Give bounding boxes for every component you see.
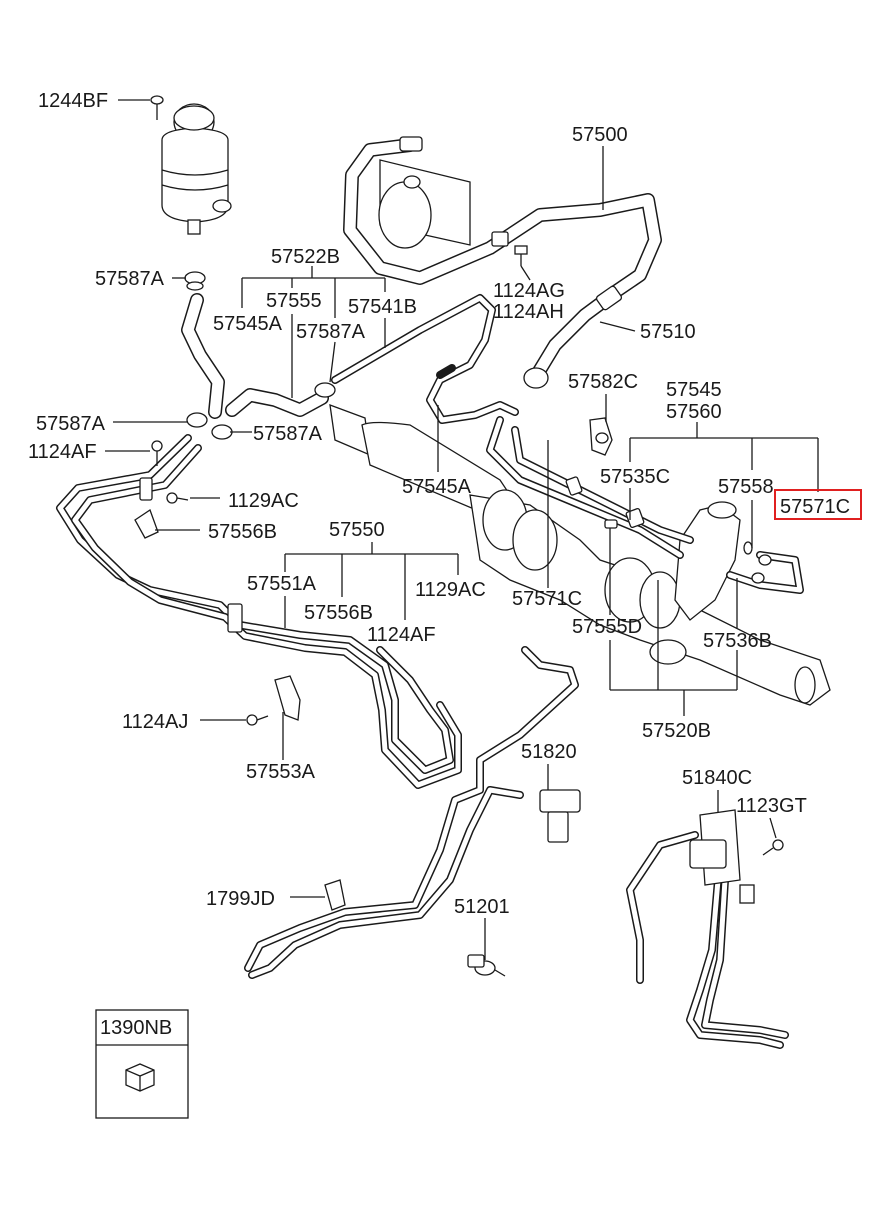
label-57556B-mid[interactable]: 57556B (304, 602, 373, 624)
label-1799JD[interactable]: 1799JD (206, 888, 275, 910)
lines-57555-57536 (486, 416, 804, 594)
label-57587A-left[interactable]: 57587A (36, 413, 106, 435)
bolt-1124AG (514, 245, 528, 266)
bolt-1124AJ (246, 714, 269, 726)
label-57500[interactable]: 57500 (572, 124, 628, 146)
leader-lines (105, 99, 819, 960)
hose-57522B (181, 293, 329, 419)
bolt-1123GT (762, 839, 784, 856)
label-57571C-highlighted[interactable]: 57571C (780, 496, 850, 518)
label-51820[interactable]: 51820 (521, 741, 577, 763)
valve-51840C (626, 809, 789, 1049)
label-57587A-top[interactable]: 57587A (95, 268, 165, 290)
return-tube-assembly (56, 434, 462, 789)
label-57555D[interactable]: 57555D (572, 616, 642, 638)
label-57541B[interactable]: 57541B (348, 296, 417, 318)
bracket-57553A (274, 675, 301, 721)
label-57551A[interactable]: 57551A (247, 573, 317, 595)
label-57545[interactable]: 57545 (666, 379, 722, 401)
label-57535C[interactable]: 57535C (600, 466, 670, 488)
oring-57558 (743, 541, 772, 584)
label-1244BF[interactable]: 1244BF (38, 90, 108, 112)
label-57520B[interactable]: 57520B (642, 720, 711, 742)
tube-57541B (331, 294, 519, 424)
label-57582C[interactable]: 57582C (568, 371, 638, 393)
clip-1799JD (324, 879, 346, 911)
label-1124AF-left[interactable]: 1124AF (28, 441, 97, 463)
bolt-1124AF-left (151, 440, 163, 466)
label-1123GT[interactable]: 1123GT (736, 795, 807, 817)
label-57553A[interactable]: 57553A (246, 761, 316, 783)
label-57558[interactable]: 57558 (718, 476, 774, 498)
label-57550[interactable]: 57550 (329, 519, 385, 541)
label-1390NB[interactable]: 1390NB (100, 1017, 172, 1039)
label-57545A-top[interactable]: 57545A (213, 313, 283, 335)
hose-57500 (343, 136, 662, 299)
bracket-57582C (589, 417, 613, 456)
label-51840C[interactable]: 51840C (682, 767, 752, 789)
lines-51820 (244, 646, 581, 979)
bolt-1244BF (150, 95, 164, 120)
label-57555-top[interactable]: 57555 (266, 290, 322, 312)
hose-57510 (523, 285, 623, 389)
label-1124AF-mid[interactable]: 1124AF (367, 624, 436, 646)
label-57571C-mid[interactable]: 57571C (512, 588, 582, 610)
label-57560[interactable]: 57560 (666, 401, 722, 423)
label-1124AH[interactable]: 1124AH (493, 301, 564, 323)
label-57545A-mid[interactable]: 57545A (402, 476, 472, 498)
label-1129AC-mid[interactable]: 1129AC (415, 579, 486, 601)
label-57536B[interactable]: 57536B (703, 630, 772, 652)
label-57587A-mid[interactable]: 57587A (296, 321, 366, 343)
reservoir (161, 103, 232, 235)
clamp-57587A-mid (314, 382, 336, 398)
label-57556B-top[interactable]: 57556B (208, 521, 277, 543)
nut-box-1390NB (95, 1009, 189, 1119)
bracket-57556B-top (134, 509, 159, 539)
label-1129AC-top[interactable]: 1129AC (228, 490, 299, 512)
label-57510[interactable]: 57510 (640, 321, 696, 343)
steering-gear (329, 404, 831, 706)
part-labels: 1244BF 57500 57522B 57587A 57555 57541B … (28, 90, 862, 1039)
label-57587A-right[interactable]: 57587A (253, 423, 323, 445)
label-1124AJ[interactable]: 1124AJ (122, 711, 188, 733)
label-51201[interactable]: 51201 (454, 896, 510, 918)
pump (378, 159, 471, 249)
valve-51201 (467, 954, 506, 977)
label-57522B[interactable]: 57522B (271, 246, 340, 268)
bolt-1129AC-top (166, 492, 189, 504)
clamp-57587A-top (184, 271, 206, 291)
clamp-57587A-right (211, 424, 233, 440)
clamp-57587A-left (186, 412, 208, 428)
label-1124AG[interactable]: 1124AG (493, 280, 565, 302)
highlight-box (774, 489, 862, 520)
